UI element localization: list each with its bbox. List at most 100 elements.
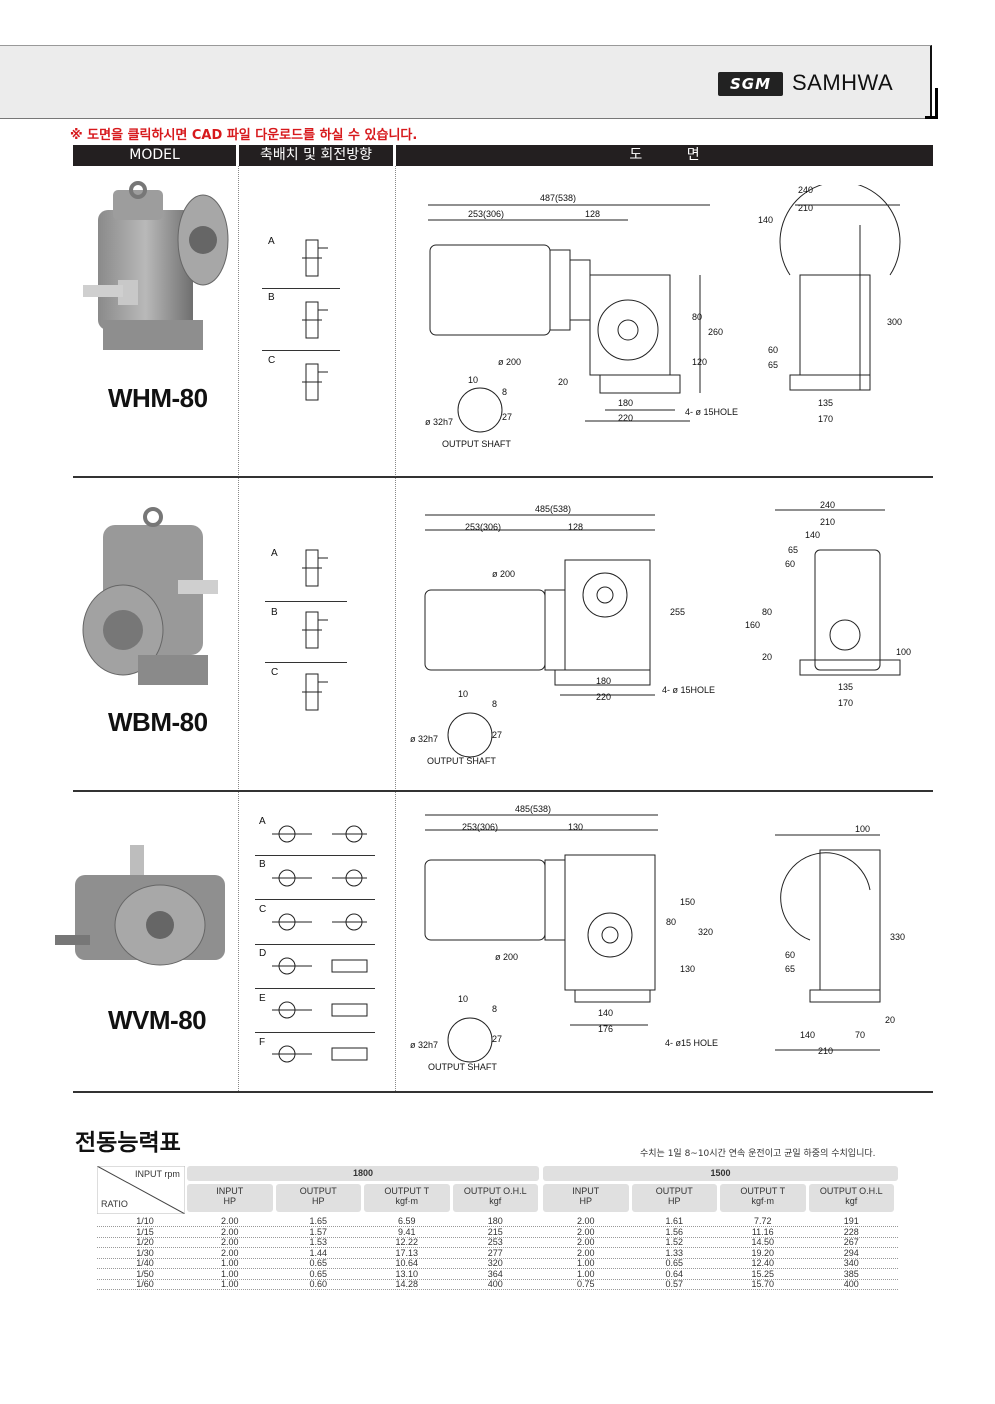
- key-8: 8: [502, 387, 507, 397]
- arrangement-label-d: D: [259, 948, 267, 959]
- side-65: 65: [768, 360, 778, 370]
- row-separator: [97, 1236, 898, 1238]
- dim-220: 220: [596, 692, 611, 702]
- ratio-cell: 1/60: [136, 1279, 154, 1289]
- table-cell: 267: [843, 1237, 859, 1247]
- side-80: 80: [762, 607, 772, 617]
- table-cell: 9.41: [397, 1226, 416, 1237]
- side-140: 140: [805, 530, 820, 540]
- table-cell: 294: [843, 1247, 859, 1258]
- row-separator: [97, 1278, 898, 1280]
- table-cell: 385: [843, 1268, 859, 1279]
- row-divider: [73, 1091, 933, 1093]
- table-cell: 1.65: [309, 1216, 328, 1226]
- ratio-cell: 1/20: [136, 1237, 154, 1247]
- model-name-wvm-80: WVM-80: [108, 1005, 207, 1035]
- dim-260: 260: [708, 327, 723, 337]
- table-cell: 1.33: [665, 1247, 684, 1258]
- table-cell: 1.44: [309, 1247, 328, 1258]
- arrangement-divider: [255, 988, 375, 989]
- row-separator: [97, 1268, 898, 1269]
- side-210: 210: [820, 517, 835, 527]
- table-cell: 0.65: [309, 1268, 328, 1279]
- arrangement-divider: [262, 350, 340, 351]
- key-27: 27: [492, 730, 502, 740]
- capacity-note: 수치는 1일 8~10시간 연속 운전이고 균일 하중의 수치입니다.: [640, 1149, 876, 1159]
- arrangement-label-a: A: [271, 548, 278, 559]
- side-160: 160: [745, 620, 760, 630]
- table-cell: 1.00: [576, 1258, 595, 1268]
- whm-80-product-photo[interactable]: [78, 180, 233, 370]
- ratio-cell: 1/40: [136, 1258, 154, 1268]
- side-300: 300: [887, 317, 902, 327]
- column-header-unit: HP: [579, 1196, 592, 1206]
- diagonal-header-cell: [97, 1166, 185, 1214]
- output-shaft-label: OUTPUT SHAFT: [427, 756, 496, 766]
- whm-80-dimension-drawing[interactable]: 487(538) 253(306) 128 ø 200 80 260 120 2…: [400, 185, 930, 455]
- wvm-80-product-photo[interactable]: [55, 840, 235, 980]
- row-separator: [97, 1226, 898, 1227]
- col-model-header: MODEL: [73, 145, 236, 166]
- key-27: 27: [492, 1034, 502, 1044]
- arrangement-label-b: B: [259, 859, 266, 870]
- shaft-arrangement-icons: [302, 239, 328, 401]
- dim-gear: 128: [568, 522, 583, 532]
- table-cell: 215: [487, 1226, 503, 1237]
- arrangement-label-c: C: [268, 355, 276, 366]
- ratio-cell: 1/10: [136, 1216, 154, 1226]
- column-header-unit: HP: [223, 1196, 236, 1206]
- table-cell: 2.00: [220, 1247, 239, 1258]
- side-20: 20: [885, 1015, 895, 1025]
- arrangement-label-a: A: [268, 236, 275, 247]
- dim-flange: ø 200: [495, 952, 518, 962]
- table-cell: 191: [843, 1216, 859, 1226]
- table-cell: 1.57: [309, 1226, 328, 1237]
- dim-120: 120: [692, 357, 707, 367]
- table-cell: 340: [843, 1258, 859, 1268]
- side-60: 60: [768, 345, 778, 355]
- table-cell: 13.10: [395, 1268, 419, 1279]
- table-cell: 0.65: [665, 1258, 684, 1268]
- wbm-80-dimension-drawing[interactable]: 485(538) 253(306) 128 ø 200 255 180 220 …: [400, 500, 930, 775]
- table-cell: 15.25: [751, 1268, 775, 1279]
- table-cell: 2.00: [576, 1216, 595, 1226]
- column-header-name: INPUT: [216, 1186, 244, 1196]
- wbm-80-product-photo[interactable]: [78, 505, 233, 700]
- shaft-dia: ø 32h7: [410, 734, 438, 744]
- side-70: 70: [855, 1030, 865, 1040]
- dim-hole: 4- ø15 HOLE: [665, 1038, 718, 1048]
- key-10: 10: [458, 994, 468, 1004]
- shaft-arrangement-icons: [302, 549, 328, 711]
- key-10: 10: [468, 375, 478, 385]
- dim-20: 20: [558, 377, 568, 387]
- dim-140: 140: [598, 1008, 613, 1018]
- table-cell: 1.53: [309, 1237, 328, 1247]
- dim-130: 130: [680, 964, 695, 974]
- dim-flange: ø 200: [492, 569, 515, 579]
- table-cell: 2.00: [220, 1226, 239, 1237]
- table-cell: 2.00: [576, 1237, 595, 1247]
- table-cell: 0.60: [309, 1279, 328, 1289]
- side-65: 65: [785, 964, 795, 974]
- arrangement-divider: [265, 662, 347, 663]
- column-header-name: OUTPUT: [655, 1186, 693, 1196]
- side-65: 65: [788, 545, 798, 555]
- table-cell: 12.40: [751, 1258, 775, 1268]
- wvm-80-dimension-drawing[interactable]: 485(538) 253(306) 130 ø 200 80 150 320 1…: [400, 800, 930, 1080]
- table-cell: 0.57: [665, 1279, 684, 1289]
- table-cell: 2.00: [220, 1216, 239, 1226]
- key-10: 10: [458, 689, 468, 699]
- column-header-unit: kgf·m: [395, 1196, 419, 1206]
- column-header-unit: kgf·m: [751, 1196, 775, 1206]
- dim-320: 320: [698, 927, 713, 937]
- side-210: 210: [818, 1046, 833, 1056]
- column-header-name: OUTPUT T: [384, 1186, 430, 1196]
- dim-hole: 4- ø 15HOLE: [685, 407, 738, 417]
- cad-download-notice[interactable]: ※ 도면을 클릭하시면 CAD 파일 다운로드를 하실 수 있습니다.: [70, 128, 418, 143]
